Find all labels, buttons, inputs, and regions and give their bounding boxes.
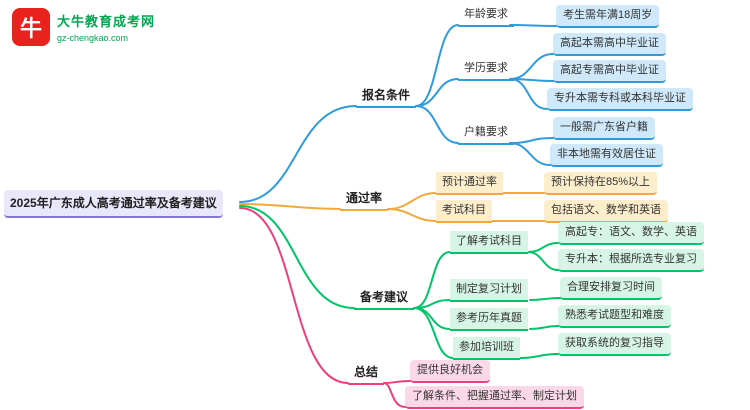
node-edu-zhuanshengben: 专升本需专科或本科毕业证 bbox=[547, 88, 693, 111]
node-residency-requirement: 户籍要求 bbox=[458, 122, 514, 145]
node-prep-advice: 备考建议 bbox=[354, 286, 415, 310]
bull-logo-icon: 牛 bbox=[12, 8, 50, 46]
node-pass-rate: 通过率 bbox=[340, 187, 389, 211]
node-know-subjects: 了解考试科目 bbox=[450, 231, 528, 254]
node-edu-gaoqiben: 高起本需高中毕业证 bbox=[553, 33, 666, 56]
node-study-plan: 制定复习计划 bbox=[450, 279, 528, 302]
connectors-pass-rate bbox=[239, 192, 545, 222]
node-registration-requirements: 报名条件 bbox=[356, 84, 417, 108]
logo-site-url: gz-chengkao.com bbox=[57, 33, 129, 43]
connectors-summary bbox=[239, 207, 411, 408]
node-estimated-pass-rate: 预计通过率 bbox=[436, 172, 503, 195]
node-subjects-zhuanshengben: 专升本：根据所选专业复习 bbox=[558, 249, 704, 272]
node-subjects-gaoqizhuan: 高起专：语文、数学、英语 bbox=[558, 222, 704, 245]
logo-text-block: 大牛教育成考网 gz-chengkao.com bbox=[57, 11, 155, 43]
connectors-registration bbox=[239, 24, 557, 203]
node-study-plan-detail: 合理安排复习时间 bbox=[560, 277, 662, 300]
node-exam-subjects-detail: 包括语文、数学和英语 bbox=[544, 200, 668, 223]
node-residency-permit: 非本地需有效居住证 bbox=[550, 144, 663, 167]
site-logo: 牛 大牛教育成考网 gz-chengkao.com bbox=[12, 8, 155, 46]
node-age-detail: 考生需年满18周岁 bbox=[556, 5, 660, 28]
node-residency-guangdong: 一般需广东省户籍 bbox=[553, 117, 655, 140]
node-age-requirement: 年龄要求 bbox=[458, 4, 514, 27]
node-summary-plan: 了解条件、把握通过率、制定计划 bbox=[405, 386, 584, 409]
node-exam-subjects: 考试科目 bbox=[436, 200, 492, 223]
node-training-class-detail: 获取系统的复习指导 bbox=[558, 333, 671, 356]
node-past-papers: 参考历年真题 bbox=[450, 308, 528, 331]
node-edu-gaoqizhuan: 高起专需高中毕业证 bbox=[553, 60, 666, 83]
logo-site-name: 大牛教育成考网 bbox=[57, 14, 156, 29]
node-education-requirement: 学历要求 bbox=[458, 58, 514, 81]
node-summary-opportunity: 提供良好机会 bbox=[410, 360, 490, 383]
node-past-papers-detail: 熟悉考试题型和难度 bbox=[558, 305, 671, 328]
mindmap-root-node: 2025年广东成人高考通过率及备考建议 bbox=[4, 190, 223, 218]
connectors-prep-advice bbox=[239, 205, 561, 359]
node-summary: 总结 bbox=[348, 361, 385, 385]
node-training-class: 参加培训班 bbox=[453, 337, 520, 360]
node-pass-rate-detail: 预计保持在85%以上 bbox=[544, 172, 658, 195]
